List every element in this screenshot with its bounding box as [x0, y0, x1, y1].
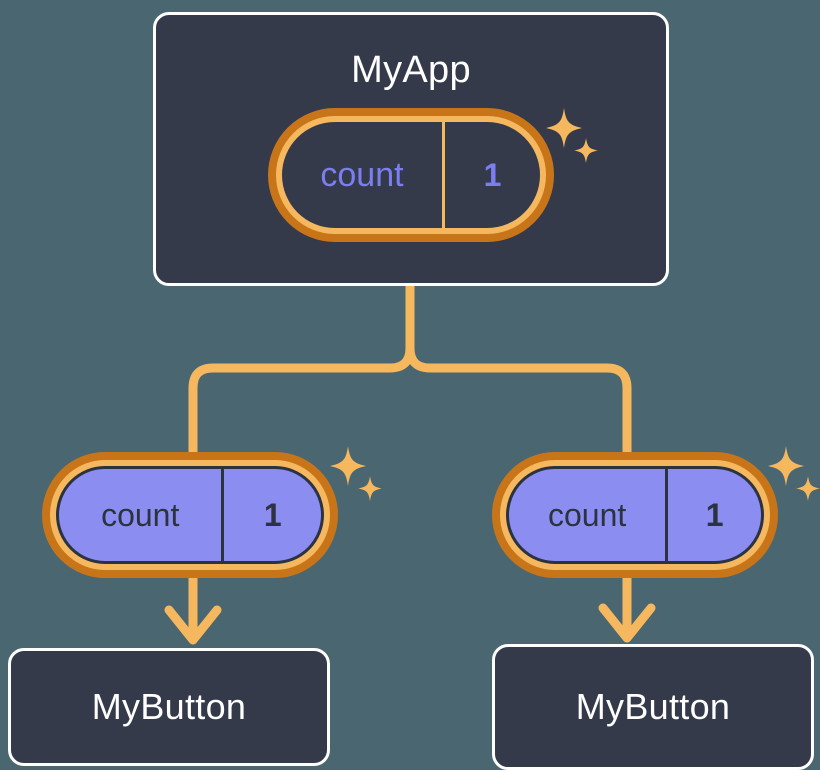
state-pill-frame: count 1: [42, 452, 338, 578]
state-pill-inner: count 1: [56, 466, 324, 564]
component-card-mybutton-left[interactable]: MyButton: [8, 648, 330, 766]
component-label: MyButton: [575, 686, 731, 727]
state-value-label: 1: [665, 469, 761, 561]
component-label: MyButton: [91, 686, 247, 727]
state-value-label: 1: [221, 469, 321, 561]
state-key-label: count: [547, 496, 627, 533]
arrow-down-icon: [598, 603, 656, 643]
component-card-mybutton-right[interactable]: MyButton: [492, 644, 814, 770]
state-pill-myapp[interactable]: count 1: [268, 108, 554, 242]
arrow-down-icon: [164, 605, 222, 645]
four-point-sparkle-small-icon: [358, 476, 382, 501]
four-point-sparkle-small-icon: [796, 476, 820, 501]
state-key-label: count: [320, 155, 404, 194]
arrow-right-group: [598, 578, 656, 643]
state-pill-right[interactable]: count 1: [492, 452, 778, 578]
page-title: MyApp: [351, 49, 471, 91]
state-key-label: count: [101, 496, 180, 533]
state-value-label: 1: [441, 122, 540, 228]
state-pill-inner: count 1: [282, 122, 540, 228]
state-pill-left[interactable]: count 1: [42, 452, 338, 578]
arrow-left-group: [164, 578, 222, 645]
connector-split-left: [188, 347, 415, 456]
connector-split-right: [405, 347, 632, 456]
state-pill-frame: count 1: [268, 108, 554, 242]
state-pill-frame: count 1: [492, 452, 778, 578]
state-pill-inner: count 1: [506, 466, 764, 564]
